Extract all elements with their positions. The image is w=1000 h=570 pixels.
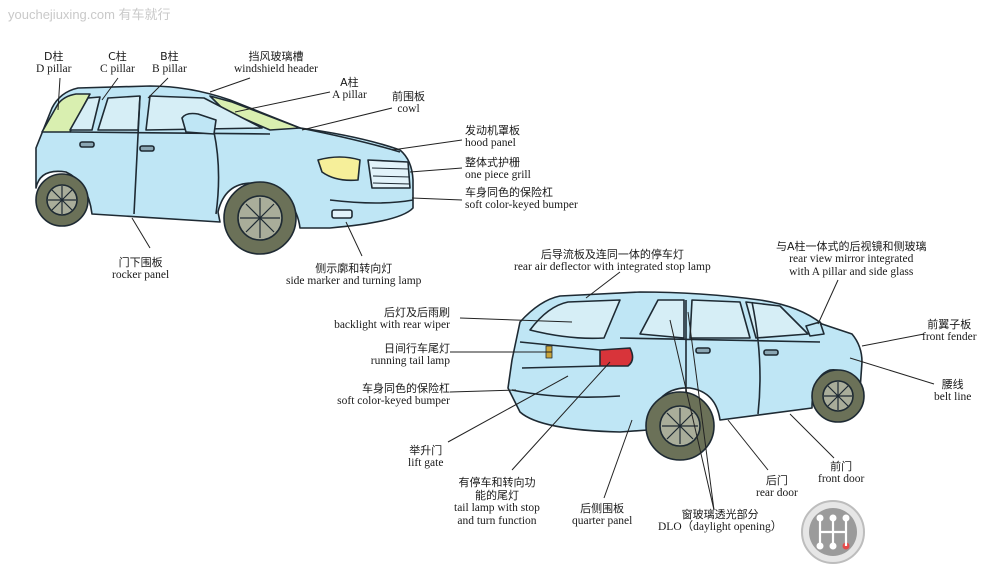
- front-car-front-wheel: [223, 181, 297, 255]
- label-cowl: 前围板 cowl: [392, 90, 425, 115]
- label-a-pillar: A柱 A pillar: [332, 76, 367, 101]
- label-front-bumper: 车身同色的保险杠 soft color-keyed bumper: [465, 186, 578, 211]
- front-door-glass: [745, 301, 809, 339]
- hood-line: [299, 127, 401, 153]
- label-rear-bumper: 车身同色的保险杠 soft color-keyed bumper: [337, 382, 450, 407]
- rear-car-handle-rear: [695, 347, 711, 354]
- tail-lamp: [599, 347, 634, 367]
- label-front-door: 前门 front door: [818, 460, 865, 485]
- front-bumper-line: [329, 199, 414, 204]
- door-handle-rear: [79, 141, 95, 148]
- label-c-pillar: C柱 C pillar: [100, 50, 135, 75]
- label-side-marker: 侧示廓和转向灯 side marker and turning lamp: [286, 262, 422, 287]
- front-door-window: [145, 95, 263, 131]
- watermark: youchejiuxing.com 有车就行: [8, 7, 171, 22]
- lift-gate-trim: [511, 341, 621, 398]
- rear-car: [507, 291, 865, 461]
- label-lift-gate: 举升门 lift gate: [408, 444, 444, 469]
- label-grill: 整体式护栅 one piece grill: [465, 156, 531, 181]
- label-rocker-panel: 门下围板 rocker panel: [112, 256, 170, 281]
- label-tail-lamp-stop: 有停车和转向功 能的尾灯 tail lamp with stop and tur…: [454, 476, 540, 527]
- label-dlo: 窗玻璃透光部分 DLO（daylight opening）: [658, 508, 783, 533]
- rear-door-glass: [689, 299, 751, 339]
- label-tail-lamp: 日间行车尾灯 running tail lamp: [370, 342, 450, 367]
- label-front-fender: 前翼子板 front fender: [922, 318, 977, 343]
- rear-side-glass: [639, 299, 685, 339]
- side-mirror: [181, 112, 217, 135]
- rear-car-front-wheel: [811, 369, 865, 423]
- label-d-pillar: D柱 D pillar: [36, 50, 72, 75]
- label-rear-deflector: 后导流板及连同一体的停车灯 rear air deflector with in…: [514, 248, 711, 273]
- headlamp: [317, 156, 361, 182]
- label-backlight: 后灯及后雨刷 backlight with rear wiper: [334, 306, 450, 331]
- front-car: [35, 85, 414, 255]
- label-windshield-header: 挡风玻璃槽 windshield header: [234, 50, 318, 75]
- label-quarter-panel: 后侧围板 quarter panel: [572, 502, 633, 527]
- label-mirror: 与A柱一体式的后视镜和侧玻璃 rear view mirror integrat…: [776, 240, 927, 278]
- label-rear-door: 后门 rear door: [756, 474, 798, 499]
- label-b-pillar: B柱 B pillar: [152, 50, 187, 75]
- gear-shift-logo-icon: [801, 500, 865, 564]
- label-hood-panel: 发动机罩板 hood panel: [465, 124, 520, 149]
- front-car-rear-wheel: [35, 173, 89, 227]
- door-handle-front: [139, 145, 155, 152]
- door-seams: [69, 95, 271, 215]
- grill: [367, 159, 411, 189]
- side-marker-lamp: [331, 209, 353, 219]
- rear-car-handle-front: [763, 349, 779, 356]
- rear-quarter-window: [69, 96, 101, 131]
- leader-lines: [57, 77, 935, 511]
- label-belt-line: 腰线 belt line: [934, 378, 972, 403]
- rear-windshield: [529, 299, 621, 340]
- rear-car-mirror: [805, 321, 825, 337]
- rear-car-rear-wheel: [645, 391, 715, 461]
